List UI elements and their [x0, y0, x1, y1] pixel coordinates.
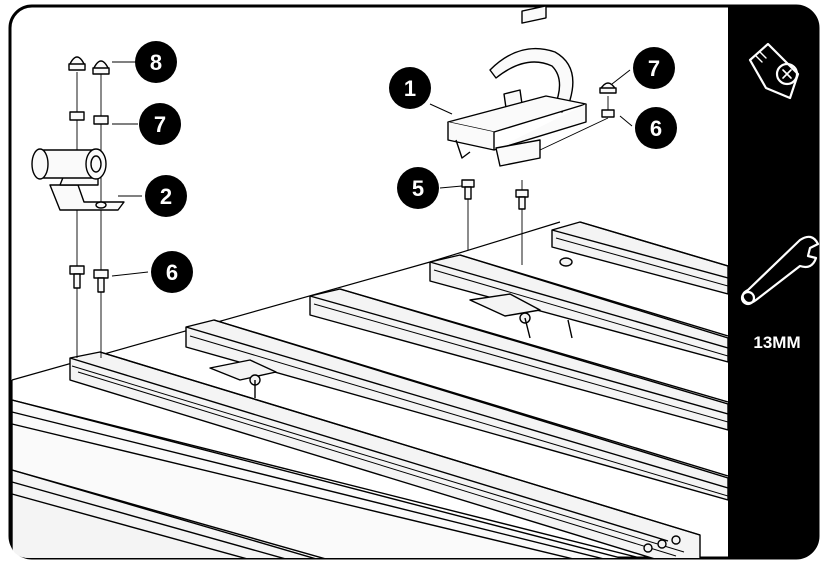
bolt	[69, 265, 85, 289]
callout-2: 2	[145, 175, 187, 217]
svg-text:7: 7	[648, 56, 660, 81]
wheel-tray	[447, 5, 587, 167]
callout-7-left: 7	[139, 103, 181, 145]
rack-mount-front	[209, 359, 277, 398]
tool-panel	[728, 6, 818, 558]
callout-5: 5	[397, 167, 439, 209]
bolt	[461, 179, 475, 200]
right-parts	[447, 5, 617, 265]
hex-nut	[601, 109, 615, 118]
rack-slat-3	[309, 288, 728, 431]
axis-line	[467, 96, 609, 265]
svg-text:7: 7	[154, 112, 166, 137]
rack-mount-rear	[469, 257, 573, 339]
leader-lines	[111, 61, 633, 277]
rack-slat-4	[429, 254, 728, 363]
rack-slat-1	[69, 351, 701, 558]
callout-6-right: 6	[635, 107, 677, 149]
fork-mount	[31, 148, 125, 211]
hex-nut	[69, 111, 85, 121]
svg-text:6: 6	[650, 116, 662, 141]
wrench-icon	[740, 235, 820, 306]
svg-text:1: 1	[404, 76, 416, 101]
roof-rack	[11, 221, 728, 558]
hex-nut	[93, 115, 109, 125]
callout-7-right: 7	[633, 47, 675, 89]
callout-6-left: 6	[151, 251, 193, 293]
bolt	[515, 189, 529, 210]
svg-text:8: 8	[150, 50, 162, 75]
dome-cap	[68, 56, 86, 71]
callout-1: 1	[389, 67, 431, 109]
svg-text:5: 5	[412, 176, 424, 201]
rack-slat-5	[551, 221, 728, 295]
side-rail-2	[11, 469, 341, 558]
wrench-size-label: 13MM	[753, 333, 800, 352]
dome-cap	[599, 82, 617, 94]
left-parts	[31, 56, 125, 358]
dome-cap	[92, 60, 110, 75]
svg-text:2: 2	[160, 184, 172, 209]
bolt	[93, 269, 109, 293]
tape-measure-icon	[748, 42, 800, 100]
rack-slat-2	[185, 319, 728, 501]
rail-end-caps	[643, 535, 681, 553]
svg-text:6: 6	[166, 260, 178, 285]
callout-8: 8	[135, 41, 177, 83]
